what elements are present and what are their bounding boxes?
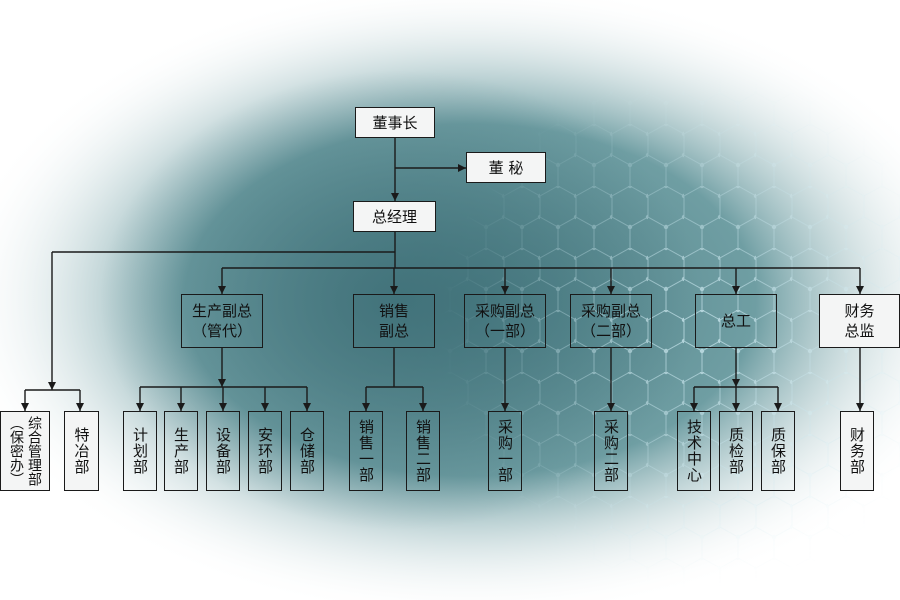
node-vp-purchase-1: 采购副总 （一部）	[464, 294, 546, 348]
arrowhead	[732, 403, 740, 411]
arrowhead	[261, 403, 269, 411]
node-purchase-dept-2: 采购二部	[594, 411, 628, 491]
node-metallurgy-dept: 特冶部	[64, 411, 99, 491]
node-tech-center: 技术中心	[677, 411, 711, 491]
arrowhead	[774, 403, 782, 411]
node-general-manager: 总经理	[353, 201, 436, 232]
node-qc-dept: 质检部	[719, 411, 753, 491]
node-sales-dept-1: 销售一部	[349, 411, 383, 491]
arrowhead	[218, 379, 226, 387]
arrowhead	[501, 403, 509, 411]
arrowhead	[690, 403, 698, 411]
arrowhead	[501, 286, 509, 294]
node-equipment-dept: 设备部	[206, 411, 240, 491]
arrowhead	[219, 403, 227, 411]
arrowhead	[856, 403, 864, 411]
arrowhead	[48, 382, 56, 390]
arrowhead	[362, 403, 370, 411]
node-purchase-dept-1: 采购一部	[488, 411, 522, 491]
arrowhead	[218, 286, 226, 294]
node-chairman: 董事长	[355, 107, 435, 138]
node-chief-engineer: 总工	[695, 294, 777, 348]
arrowhead	[732, 379, 740, 387]
node-general-management-dept: 综合管理部 （保密办）	[0, 411, 50, 491]
arrowhead	[390, 286, 398, 294]
node-production-dept: 生产部	[164, 411, 198, 491]
node-vp-sales: 销售 副总	[353, 294, 435, 348]
node-storage-dept: 仓储部	[290, 411, 324, 491]
node-vp-production: 生产副总 （管代）	[181, 294, 263, 348]
node-secretary: 董 秘	[466, 152, 546, 183]
node-safety-environment-dept: 安环部	[248, 411, 282, 491]
arrowhead	[419, 403, 427, 411]
arrowhead	[732, 286, 740, 294]
arrowhead	[177, 403, 185, 411]
node-finance-dept: 财务部	[840, 411, 874, 491]
arrowhead	[458, 164, 466, 172]
node-sales-dept-2: 销售二部	[406, 411, 440, 491]
arrowhead	[303, 403, 311, 411]
node-vp-purchase-2: 采购副总 （二部）	[570, 294, 652, 348]
arrowhead	[856, 286, 864, 294]
arrowhead	[76, 403, 84, 411]
arrowhead	[21, 403, 29, 411]
arrowhead	[391, 193, 399, 201]
node-planning-dept: 计划部	[123, 411, 157, 491]
node-qa-dept: 质保部	[761, 411, 795, 491]
node-cfo: 财务 总监	[819, 294, 900, 348]
arrowhead	[136, 403, 144, 411]
arrowhead	[607, 286, 615, 294]
arrowhead	[607, 403, 615, 411]
